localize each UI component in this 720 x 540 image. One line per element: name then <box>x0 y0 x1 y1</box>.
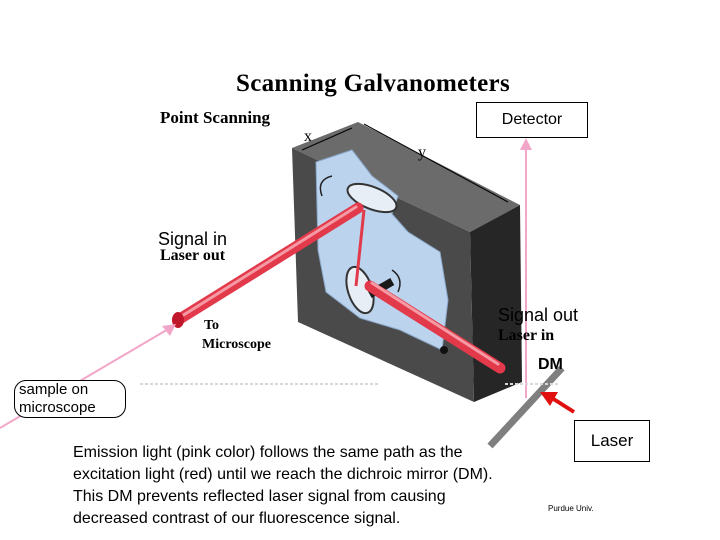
x-dimension-line <box>301 127 353 151</box>
upper-rotation-arrow <box>319 175 333 197</box>
block-side-face <box>470 205 522 402</box>
x-axis-label: x <box>304 128 312 145</box>
y-axis-label: y <box>418 144 426 161</box>
caption-line: This DM prevents reflected laser signal … <box>73 488 446 505</box>
sample-label-line1: sample on <box>19 381 89 398</box>
caption-block: Emission light (pink color) follows the … <box>73 442 493 530</box>
caption-line: excitation light (red) until we reach th… <box>73 466 493 483</box>
laser-input-arrow-line <box>550 396 576 414</box>
block-cavity <box>315 149 449 351</box>
laser-box: Laser <box>574 420 650 462</box>
caption-line: decreased contrast of our fluorescence s… <box>73 510 401 527</box>
screw-hole <box>440 346 448 354</box>
laser-input-arrow-head <box>540 392 558 406</box>
laser-beam-in <box>364 280 506 374</box>
emission-arrow-head <box>520 138 532 150</box>
laser-out-label: Laser out <box>160 247 226 264</box>
laser-in-label: Laser in <box>498 327 555 344</box>
dichroic-mirror <box>487 365 565 449</box>
to-microscope-label-line1: To <box>204 318 220 333</box>
detector-box: Detector <box>476 102 588 138</box>
lower-rotation-arrow <box>391 269 401 293</box>
beam-end-cap <box>172 312 184 328</box>
y-dimension-line <box>363 123 509 203</box>
to-microscope-label-line2: Microscope <box>202 337 271 352</box>
block-top-face <box>292 122 520 232</box>
sample-label-box: sample on microscope <box>14 380 126 418</box>
laser-beam-out-highlight <box>180 205 358 318</box>
laser-beam-in-highlight <box>370 281 500 366</box>
signal-out-label: Signal out <box>498 305 579 325</box>
laser-beam-between-mirrors <box>354 209 366 287</box>
diagram-title: Scanning Galvanometers <box>236 70 510 97</box>
signal-in-label: Signal in <box>158 229 228 249</box>
caption-line: Emission light (pink color) follows the … <box>73 444 463 461</box>
dm-label: DM <box>538 356 563 373</box>
credit-label: Purdue Univ. <box>548 504 594 513</box>
diagram-subtitle: Point Scanning <box>160 108 271 127</box>
emission-arrow-head-sample <box>162 324 176 336</box>
upper-galvo-mirror <box>346 182 398 214</box>
sample-label-line2: microscope <box>19 399 96 416</box>
